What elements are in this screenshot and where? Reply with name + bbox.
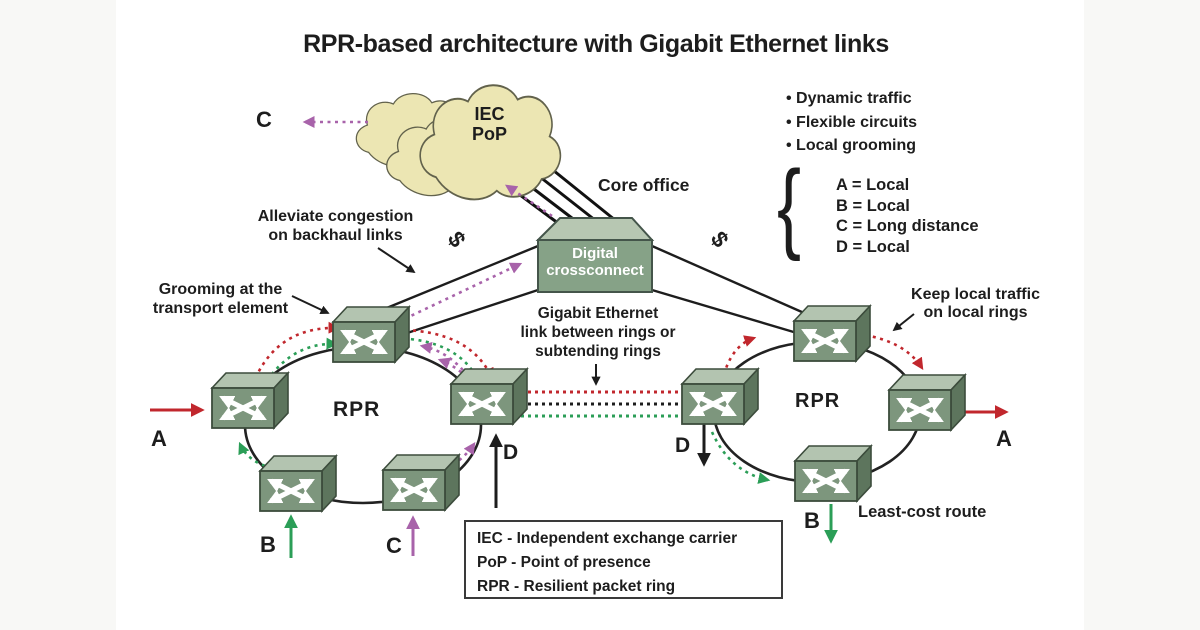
- switch-left-east: [451, 369, 527, 424]
- least-cost-note: Least-cost route: [858, 503, 987, 521]
- switch-left-south-east: [383, 455, 459, 510]
- feature-item: Flexible circuits: [786, 111, 917, 135]
- flow-label-a-left: A: [151, 426, 167, 451]
- c-exit-label: C: [256, 107, 272, 132]
- switch-right-west: [682, 369, 758, 424]
- feature-item: Local grooming: [786, 134, 917, 158]
- flow-label-d-left: D: [503, 441, 519, 464]
- traffic-flow-arcs: [238, 116, 924, 484]
- legend-text: IEC - Independent exchange carrier PoP -…: [477, 527, 737, 599]
- digital-crossconnect-icon: [535, 217, 655, 293]
- flow-label-d-right: D: [675, 434, 691, 457]
- legend-line: RPR - Resilient packet ring: [477, 578, 676, 595]
- core-office-label: Core office: [598, 175, 690, 195]
- iec-pop-label: IEC PoP: [471, 104, 507, 144]
- left-margin-strip: [0, 0, 116, 630]
- rpr-left-label: RPR: [333, 398, 381, 421]
- rpr-right-label: RPR: [795, 390, 841, 412]
- flow-label-b-right: B: [804, 508, 820, 533]
- gigabit-link-note: Gigabit Ethernet link between rings or s…: [520, 305, 676, 360]
- annotation-pointers: [291, 247, 915, 386]
- right-margin-strip: [1084, 0, 1200, 630]
- flow-label-b-left: B: [260, 532, 276, 557]
- traffic-key-item: A = Local: [836, 176, 910, 194]
- legend-box: [464, 520, 783, 599]
- traffic-key-brace: {: [777, 150, 802, 262]
- switch-left-west: [212, 373, 288, 428]
- feature-bullet-list: Dynamic traffic Flexible circuits Local …: [786, 87, 917, 158]
- flow-label-a-right: A: [996, 426, 1012, 451]
- traffic-key-list: A = Local B = Local C = Long distance D …: [836, 175, 979, 257]
- diagram-title: RPR-based architecture with Gigabit Ethe…: [303, 30, 889, 58]
- legend-line: PoP - Point of presence: [477, 554, 651, 571]
- flow-label-c-left: C: [386, 533, 402, 558]
- switch-left-south-west: [260, 456, 336, 511]
- traffic-key-item: C = Long distance: [836, 217, 979, 235]
- legend-line: IEC - Independent exchange carrier: [477, 530, 738, 547]
- alleviate-congestion-note: Alleviate congestion on backhaul links: [257, 208, 414, 244]
- switch-right-top: [794, 306, 870, 361]
- feature-item: Dynamic traffic: [786, 87, 917, 111]
- switch-left-top: [333, 307, 409, 362]
- switch-right-south: [795, 446, 871, 501]
- switch-right-east: [889, 375, 965, 430]
- inter-ring-links: [514, 390, 686, 418]
- traffic-key-item: B = Local: [836, 196, 910, 215]
- grooming-note: Grooming at the transport element: [152, 281, 289, 317]
- backhaul-links: [371, 244, 821, 338]
- traffic-key-item: D = Local: [836, 237, 910, 256]
- digital-crossconnect-label: Digital crossconnect: [546, 245, 644, 279]
- keep-local-note: Keep local traffic on local rings: [911, 286, 1040, 321]
